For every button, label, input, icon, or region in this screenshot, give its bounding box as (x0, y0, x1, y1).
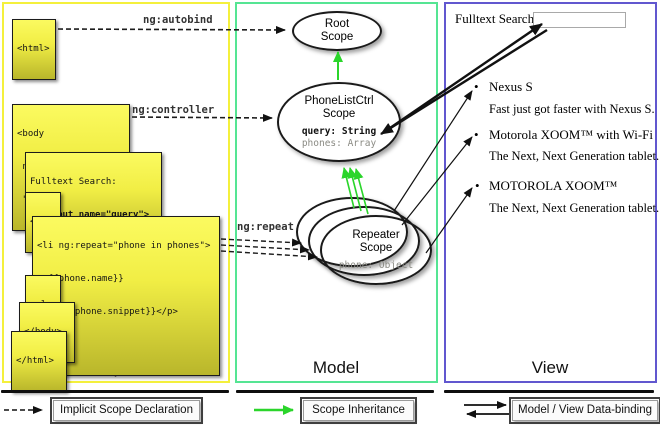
label-ng-repeat: ng:repeat (237, 221, 294, 233)
code-line: Fulltext Search: (30, 177, 117, 187)
code-line: <body (17, 129, 45, 139)
legend-separator (1, 390, 229, 393)
label-ng-autobind: ng:autobind (143, 14, 213, 26)
code-line: <li ng:repeat="phone in phones"> (37, 241, 211, 251)
code-line: </html> (16, 356, 54, 366)
code-box-html-close: </html> (11, 331, 67, 392)
root-scope-title2: Scope (320, 31, 354, 43)
legend-model-view-data-binding: Model / View Data-binding (509, 397, 660, 424)
root-scope-title: Root (324, 18, 350, 30)
repeater-scope-title: Repeater (352, 228, 400, 241)
fulltext-search-label: Fulltext Search: (455, 11, 538, 26)
fulltext-search-input[interactable] (533, 12, 626, 28)
legend-scope-inheritance: Scope Inheritance (300, 397, 417, 424)
view-item-desc: The Next, Next Generation tablet. (489, 149, 660, 163)
legend-separator (236, 390, 434, 393)
phonelistctrl-scope-ellipse: PhoneListCtrl Scope query: String phones… (277, 82, 401, 162)
repeater-scope-prop-phone: phone: Object (338, 259, 414, 271)
view-item-title: Motorola XOOM™ with Wi-Fi (489, 127, 654, 142)
view-item-desc: The Next, Next Generation tablet. (489, 201, 660, 215)
view-item-title: Nexus S (489, 79, 533, 94)
phonelistctrl-scope-prop-query: query: String (301, 125, 377, 137)
root-scope-ellipse: Root Scope (292, 11, 382, 51)
bullet-icon: • (474, 127, 479, 142)
view-item-title: MOTOROLA XOOM™ (489, 178, 618, 193)
code-box-html-open: <html> (12, 19, 56, 80)
view-panel-label: View (531, 358, 569, 377)
phonelistctrl-scope-title2: Scope (322, 107, 356, 120)
phonelistctrl-scope-title: PhoneListCtrl (304, 94, 374, 107)
bullet-icon: • (475, 178, 480, 193)
phonelistctrl-scope-prop-phones: phones: Array (301, 137, 377, 149)
code-line: <html> (17, 44, 50, 54)
model-panel-label: Model (312, 358, 360, 377)
legend-separator (444, 390, 654, 393)
view-item-desc: Fast just got faster with Nexus S. (489, 102, 655, 116)
bullet-icon: • (474, 79, 479, 94)
legend-implicit-scope-declaration: Implicit Scope Declaration (50, 397, 203, 424)
model-panel (235, 2, 438, 383)
label-ng-controller: ng:controller (132, 104, 215, 116)
repeater-scope-title2: Scope (359, 241, 393, 254)
code-line: <p>{{phone.snippet}}</p> (37, 307, 178, 317)
code-line: {{phone.name}} (37, 274, 124, 284)
repeater-scope-ellipse: Repeater Scope phone: Object (320, 215, 432, 285)
